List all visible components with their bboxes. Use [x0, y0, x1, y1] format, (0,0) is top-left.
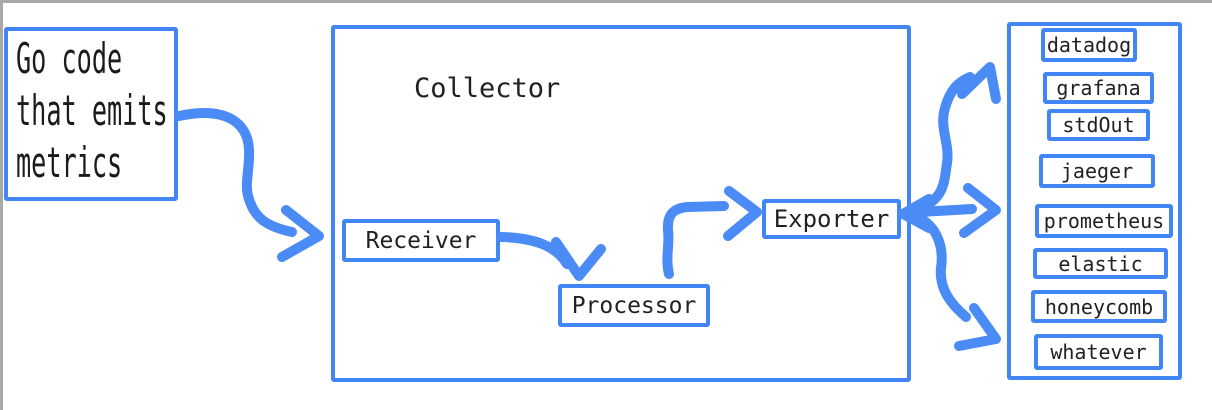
sink-stdout: stdOut	[1047, 109, 1150, 141]
sink-datadog: datadog	[1041, 28, 1137, 62]
collector-title: Collector	[414, 73, 561, 104]
receiver-box: Receiver	[342, 219, 500, 262]
arrow-exporter-fanout	[898, 62, 1001, 351]
sink-stdout-label: stdOut	[1062, 113, 1135, 137]
sink-whatever-label: whatever	[1050, 340, 1147, 364]
exporter-box: Exporter	[762, 199, 901, 239]
arrow-source-to-receiver	[174, 108, 324, 262]
source-code-box: Go code that emits metrics	[4, 27, 178, 201]
source-line-3: metrics	[16, 138, 123, 187]
sink-grafana: grafana	[1043, 72, 1154, 104]
window-left-edge	[0, 0, 3, 410]
receiver-label: Receiver	[365, 227, 477, 254]
sink-prometheus-label: prometheus	[1043, 209, 1165, 233]
sink-honeycomb-label: honeycomb	[1044, 294, 1154, 319]
collector-box: Collector Receiver Processor Exporter	[331, 25, 911, 382]
sink-datadog-label: datadog	[1046, 33, 1132, 57]
sink-elastic-label: elastic	[1058, 251, 1143, 276]
source-line-1: Go code	[16, 34, 123, 83]
sink-whatever: whatever	[1034, 334, 1163, 370]
exporter-label: Exporter	[773, 205, 890, 233]
processor-label: Processor	[571, 292, 697, 319]
sinks-panel: datadog grafana stdOut jaeger prometheus…	[1007, 22, 1182, 380]
sink-grafana-label: grafana	[1056, 76, 1141, 100]
sink-jaeger: jaeger	[1039, 154, 1155, 188]
source-code-label: Go code that emits metrics	[16, 33, 168, 189]
source-line-2: that emits	[16, 86, 168, 135]
window-top-edge	[0, 0, 1212, 3]
sink-honeycomb: honeycomb	[1031, 290, 1167, 323]
sink-jaeger-label: jaeger	[1060, 159, 1134, 183]
sink-prometheus: prometheus	[1035, 204, 1173, 238]
sink-elastic: elastic	[1033, 248, 1168, 279]
processor-box: Processor	[558, 284, 710, 327]
